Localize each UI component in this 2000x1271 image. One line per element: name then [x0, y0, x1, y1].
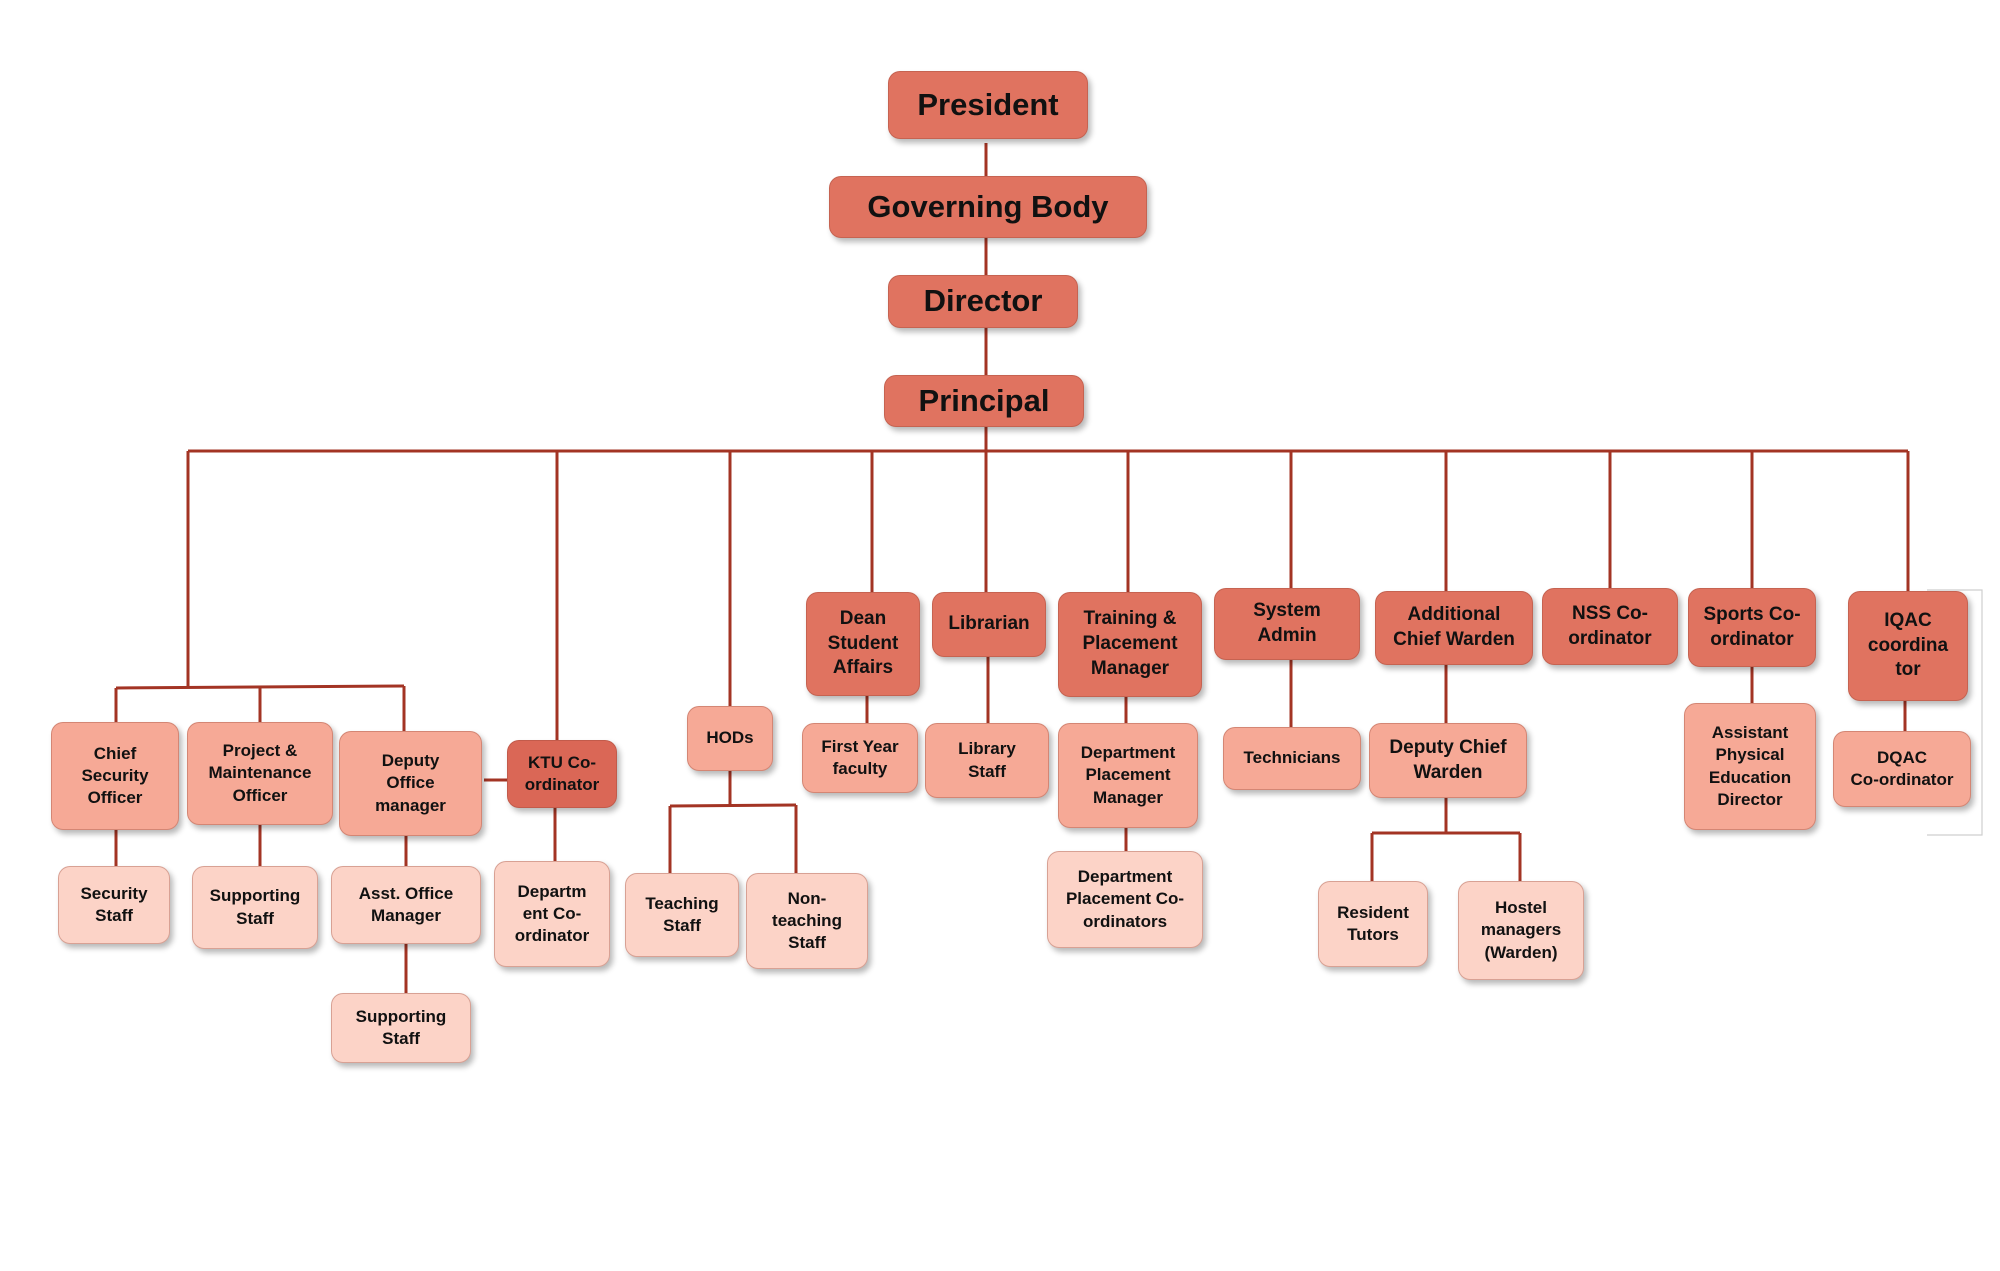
node-project-maintenance-officer: Project & Maintenance Officer	[187, 722, 333, 825]
node-label: Teaching Staff	[645, 893, 719, 935]
node-label: HODs	[706, 728, 754, 748]
node-label: Technicians	[1243, 748, 1341, 768]
node-asst-office-manager: Asst. Office Manager	[331, 866, 481, 944]
node-additional-chief-warden: Additional Chief Warden	[1375, 591, 1533, 665]
node-iqac-coordinator: IQAC coordina tor	[1848, 591, 1968, 701]
node-supporting-staff-1: Supporting Staff	[192, 866, 318, 949]
node-label: System Admin	[1253, 600, 1321, 646]
node-label: Librarian	[948, 613, 1030, 635]
node-sports-coordinator: Sports Co- ordinator	[1688, 588, 1816, 667]
node-principal: Principal	[884, 375, 1084, 427]
node-label: Project & Maintenance Officer	[208, 741, 312, 805]
node-label: Non- teaching Staff	[772, 888, 842, 953]
node-non-teaching-staff: Non- teaching Staff	[746, 873, 868, 969]
node-label: Principal	[918, 382, 1050, 418]
node-training-placement-manager: Training & Placement Manager	[1058, 592, 1202, 697]
node-library-staff: Library Staff	[925, 723, 1049, 798]
node-label: President	[917, 86, 1059, 122]
node-label: DQAC Co-ordinator	[1850, 747, 1954, 789]
node-security-staff: Security Staff	[58, 866, 170, 944]
node-label: NSS Co- ordinator	[1568, 602, 1652, 649]
node-librarian: Librarian	[932, 592, 1046, 657]
node-label: KTU Co- ordinator	[524, 752, 600, 794]
node-label: Supporting Staff	[355, 1006, 447, 1048]
node-label: Department Placement Co- ordinators	[1065, 867, 1185, 931]
node-department-coordinator: Departm ent Co- ordinator	[494, 861, 610, 967]
connector	[669, 803, 797, 808]
node-label: First Year faculty	[821, 736, 899, 778]
frame-fragment	[1927, 589, 1983, 836]
node-label: Director	[923, 283, 1043, 319]
node-nss-coordinator: NSS Co- ordinator	[1542, 588, 1678, 665]
node-assistant-physical-education-director: Assistant Physical Education Director	[1684, 703, 1816, 830]
node-department-placement-coordinators: Department Placement Co- ordinators	[1047, 851, 1203, 948]
node-department-placement-manager: Department Placement Manager	[1058, 723, 1198, 828]
node-label: IQAC coordina tor	[1867, 609, 1949, 681]
node-label: Chief Security Officer	[81, 743, 149, 808]
node-first-year-faculty: First Year faculty	[802, 723, 918, 793]
node-president: President	[888, 71, 1088, 139]
node-supporting-staff-2: Supporting Staff	[331, 993, 471, 1063]
node-system-admin: System Admin	[1214, 588, 1360, 660]
node-label: Security Staff	[80, 883, 148, 925]
node-label: Hostel managers (Warden)	[1480, 898, 1562, 962]
node-label: Department Placement Manager	[1080, 743, 1176, 807]
node-label: Training & Placement Manager	[1082, 608, 1178, 679]
node-teaching-staff: Teaching Staff	[625, 873, 739, 957]
node-deputy-chief-warden: Deputy Chief Warden	[1369, 723, 1527, 798]
node-label: Dean Student Affairs	[827, 607, 899, 679]
node-hostel-managers: Hostel managers (Warden)	[1458, 881, 1584, 980]
node-label: Asst. Office Manager	[358, 883, 454, 925]
node-technicians: Technicians	[1223, 727, 1361, 790]
node-label: Sports Co- ordinator	[1703, 603, 1801, 650]
node-resident-tutors: Resident Tutors	[1318, 881, 1428, 967]
node-governing-body: Governing Body	[829, 176, 1147, 238]
connector	[115, 684, 405, 690]
node-label: Additional Chief Warden	[1393, 604, 1515, 650]
node-director: Director	[888, 275, 1078, 328]
node-label: Deputy Chief Warden	[1389, 736, 1507, 783]
node-label: Library Staff	[958, 739, 1016, 781]
node-label: Resident Tutors	[1337, 902, 1409, 944]
node-ktu-coordinator: KTU Co- ordinator	[507, 740, 617, 808]
node-dqac-coordinator: DQAC Co-ordinator	[1833, 731, 1971, 807]
node-label: Departm ent Co- ordinator	[514, 881, 590, 946]
node-hods: HODs	[687, 706, 773, 771]
node-label: Supporting Staff	[209, 886, 301, 928]
node-deputy-office-manager: Deputy Office manager	[339, 731, 482, 836]
node-label: Governing Body	[867, 188, 1109, 224]
node-label: Deputy Office manager	[375, 751, 446, 815]
node-chief-security-officer: Chief Security Officer	[51, 722, 179, 830]
node-label: Assistant Physical Education Director	[1708, 723, 1792, 809]
node-dean-student-affairs: Dean Student Affairs	[806, 592, 920, 696]
